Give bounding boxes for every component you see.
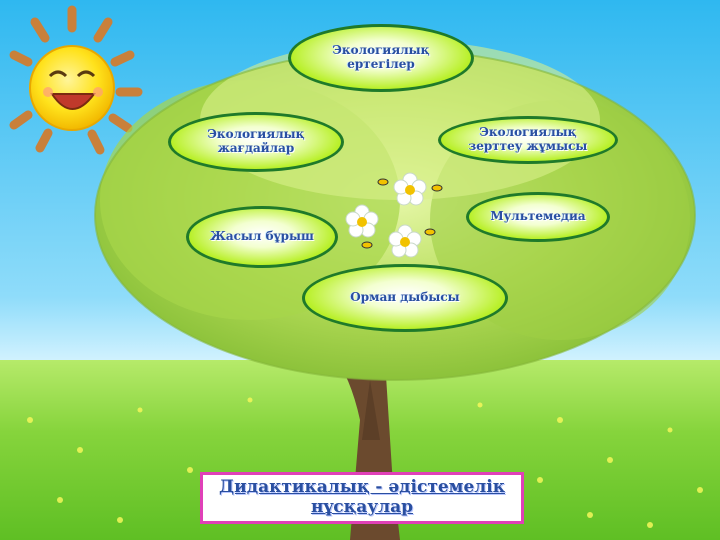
node-ecological-situations: Экологиялық жағдайлар — [168, 112, 344, 172]
node-green-corner: Жасыл бұрыш — [186, 206, 338, 268]
node-ecological-tales: Экологиялық ертегілер — [288, 24, 474, 92]
diagram-caption: Дидактикалық - әдістемелік нұсқаулар — [200, 472, 524, 524]
flowers-icon — [345, 172, 443, 258]
node-multimedia: Мультемедиа — [466, 192, 610, 242]
caption-text: Дидактикалық - әдістемелік нұсқаулар — [219, 477, 505, 517]
node-forest-sound: Орман дыбысы — [302, 264, 508, 332]
node-ecological-research: Экологиялық зерттеу жұмысы — [438, 116, 618, 164]
sun-icon — [9, 5, 143, 155]
